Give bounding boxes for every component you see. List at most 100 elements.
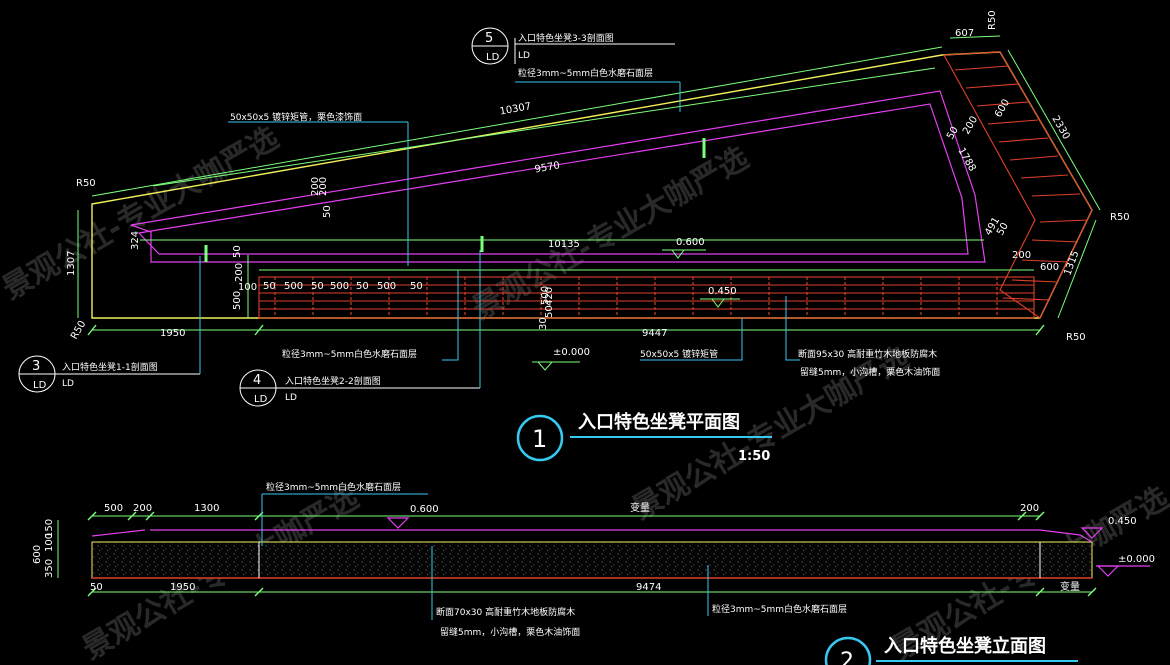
- elev-title-number: 2: [840, 649, 854, 665]
- callout-5-ld: LD: [518, 51, 530, 61]
- dim-600a: 600: [993, 97, 1012, 119]
- dim-r50-br: R50: [1066, 332, 1086, 343]
- note-terrazzo-top: 粒径3mm~5mm白色水磨石面层: [518, 67, 653, 79]
- elev-dimension-labels: 500 200 1300 变量 200 150 100 350 600 50 1…: [32, 501, 1080, 593]
- elev-bench-body: [91, 541, 1093, 579]
- dim-50d: 50: [232, 245, 243, 258]
- elev-dim-1950: 1950: [170, 582, 195, 593]
- plan-inner-outline: [130, 90, 986, 263]
- dim-seq-label: 50: [410, 281, 423, 292]
- callout-3: 3 LD 入口特色坐凳1-1剖面图 LD: [18, 256, 201, 393]
- dim-r50-bl: R50: [69, 319, 88, 342]
- dim-324: 324: [130, 231, 141, 250]
- dim-607: 607: [955, 28, 974, 39]
- dim-200c: 200: [318, 177, 329, 196]
- elev-0000: ±0.000: [553, 347, 590, 358]
- dim-10135: 10135: [548, 239, 580, 250]
- elev-notes: 粒径3mm~5mm白色水磨石面层 断面70x30 高耐重竹木地板防腐木 留缝5m…: [266, 481, 847, 638]
- dim-9447: 9447: [642, 328, 667, 339]
- elev-0450: 0.450: [708, 286, 737, 297]
- elev-level-0600: 0.600: [410, 504, 439, 515]
- elev-dim-9474: 9474: [636, 582, 661, 593]
- elev-leaders: [261, 493, 709, 620]
- dim-200b: 200: [310, 177, 321, 196]
- plan-title-block: 1 入口特色坐凳平面图 1:50: [516, 411, 772, 464]
- elev-dim-200a: 200: [133, 503, 152, 514]
- plan-view: 607 R50 10307 9570 2330 1788 50 200 600 …: [18, 10, 1130, 464]
- note-steel-tube-b: 50x50x5 镀锌矩管: [640, 348, 718, 360]
- elev-level-0000: ±0.000: [1118, 554, 1155, 565]
- dim-1788: 1788: [955, 146, 977, 174]
- callout-4-ld: LD: [285, 393, 297, 403]
- elev-dim-150: 150: [44, 519, 55, 538]
- callout-4-title: 入口特色坐凳2-2剖面图: [285, 375, 381, 387]
- elev-dim-var-bottom: 变量: [1060, 580, 1080, 593]
- elev-dim-500: 500: [104, 503, 123, 514]
- dim-50a: 50: [945, 125, 961, 142]
- dim-500a: 500: [232, 291, 243, 310]
- elev-note-wood-1: 断面70x30 高耐重竹木地板防腐木: [436, 606, 575, 618]
- callout-4-sub: LD: [254, 394, 268, 405]
- callout-3-sub: LD: [33, 380, 47, 391]
- plan-title: 入口特色坐凳平面图: [578, 411, 740, 433]
- elev-dimensions: [57, 511, 1097, 597]
- plan-scale: 1:50: [738, 449, 770, 464]
- dim-9570: 9570: [534, 160, 561, 175]
- dim-seq-label: 50: [311, 281, 324, 292]
- plan-wood-strip: [258, 276, 1035, 319]
- dim-r50-tl: R50: [76, 178, 96, 189]
- dim-420: 420: [544, 287, 555, 306]
- plan-inner-outline-2: [137, 103, 969, 255]
- plan-elevations: 0.600 0.450 ±0.000: [532, 237, 740, 371]
- elev-0600: 0.600: [676, 237, 705, 248]
- dim-r50-right: R50: [1110, 212, 1130, 223]
- plan-wood-diagonal: [943, 51, 1093, 319]
- dim-seq-label: 50: [356, 281, 369, 292]
- dim-1307: 1307: [66, 251, 77, 276]
- note-terrazzo-bottom: 粒径3mm~5mm白色水磨石面层: [282, 348, 417, 360]
- dim-seq-label: 50: [263, 281, 276, 292]
- callout-5: 5 LD 入口特色坐凳3-3剖面图 LD: [471, 27, 614, 65]
- elev-dim-600: 600: [32, 545, 43, 564]
- dim-r50: R50: [987, 10, 998, 30]
- elev-note-terrazzo-top: 粒径3mm~5mm白色水磨石面层: [266, 481, 401, 493]
- plan-leaders: [228, 38, 800, 361]
- elev-top-line: [150, 529, 1093, 543]
- callout-3-number: 3: [32, 359, 40, 374]
- elev-title: 入口特色坐凳立面图: [884, 635, 1046, 657]
- callout-3-ld: LD: [62, 379, 74, 389]
- callout-4-number: 4: [253, 373, 261, 388]
- callout-5-title: 入口特色坐凳3-3剖面图: [518, 32, 614, 44]
- dim-50e: 50: [544, 305, 555, 318]
- dim-500b: 500: [540, 286, 551, 305]
- callout-5-number: 5: [485, 31, 493, 46]
- dim-200a: 200: [961, 114, 980, 136]
- elev-dim-1300: 1300: [194, 503, 219, 514]
- plan-title-number: 1: [532, 425, 547, 453]
- dim-100: 100: [238, 282, 257, 293]
- dim-1950: 1950: [160, 328, 185, 339]
- elev-dim-50: 50: [90, 582, 103, 593]
- elev-note-terrazzo-right: 粒径3mm~5mm白色水磨石面层: [712, 603, 847, 615]
- dim-1315: 1315: [1062, 249, 1081, 277]
- dim-200d: 200: [1012, 250, 1031, 261]
- elev-dim-var-top: 变量: [630, 501, 650, 514]
- note-wood-1: 断面95x30 高耐重竹木地板防腐木: [798, 348, 937, 360]
- note-wood-2: 留缝5mm，小沟槽，栗色木油饰面: [800, 366, 940, 378]
- elev-elevations: 0.600 0.450 ±0.000: [386, 504, 1155, 577]
- elevation-view: 500 200 1300 变量 200 150 100 350 600 50 1…: [32, 481, 1155, 665]
- dim-seq-label: 500: [284, 281, 303, 292]
- dim-30: 30: [538, 317, 549, 330]
- elev-dim-200b: 200: [1020, 503, 1039, 514]
- callout-5-sub: LD: [486, 52, 500, 63]
- callout-4: 4 LD 入口特色坐凳2-2剖面图 LD: [239, 250, 481, 407]
- dim-50b: 50: [322, 205, 333, 218]
- dim-seq-label: 500: [330, 281, 349, 292]
- section-markers: [204, 138, 706, 262]
- dim-10307: 10307: [499, 101, 532, 117]
- elev-title-block: 2 入口特色坐凳立面图: [824, 635, 1078, 665]
- dim-seq-label: 500: [377, 281, 396, 292]
- elev-dim-350: 350: [44, 559, 55, 578]
- plan-dimensions: [77, 35, 1101, 336]
